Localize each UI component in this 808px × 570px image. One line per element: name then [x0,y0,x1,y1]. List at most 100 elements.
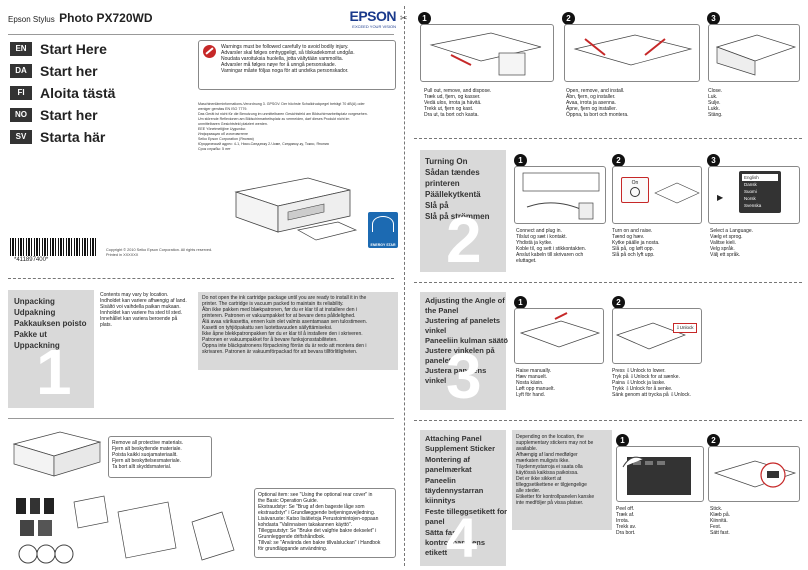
regulatory-line: Юридический адрес: 4-1, Ниси-Синдзюку 2-… [198,142,329,146]
r3-text-2: Press ⇩Unlock to lower.Tryk på ⇩Unlock f… [612,368,691,398]
cut-line-r1 [414,138,802,139]
instruction-line: Press ⇩Unlock to lower. [612,368,666,374]
language-code: EN [10,42,32,56]
r1-step-3: 3 [707,8,720,26]
instruction-line: Slå på och lyft upp. [612,252,655,258]
cartridge-line: Ikke åpne blekkpatronpakken før du er kl… [202,331,363,337]
r1-image-3 [708,24,800,82]
sticker-title: Feste tilleggsetikett for [425,506,508,516]
language-code: SV [10,130,32,144]
sticker-note-line: mærkaten muligvis ikke. [516,458,570,464]
r1-step-2: 2 [562,8,575,26]
r1-step-1: 1 [418,8,431,26]
instruction-line: Åpne, fjern og installer. [566,106,617,112]
panel-angle-title: vinkel [425,326,447,335]
instruction-line: Yhdistä ja kytke. [516,240,553,246]
contents-line: Innehållet kan variera beroende på [100,316,178,322]
instruction-line: Vedä ulos, irrota ja hävitä. [424,100,482,106]
contents-line: Indholdet kan variere afhængig af land. [100,298,187,304]
protect-line: Fjern alt beskyttelsesmateriale. [112,458,181,464]
contents-line: Sisältö voi vaihdella paikan mukaan. [100,304,181,310]
sticker-title: Paneelin [425,475,456,485]
unpacking-title: Pakkauksen poisto [14,319,87,328]
instruction-line: Velg språk. [710,246,735,252]
step-number-badge: 3 [707,154,720,167]
optional-line: Lisävaruste: Katso lisätietoja Perustoim… [258,516,379,522]
r1-image-2 [564,24,700,82]
instruction-line: Løft opp manuelt. [516,386,555,392]
r3-text-1: Raise manually.Hæv manuelt.Nosta käsin.L… [516,368,555,398]
instruction-line: Nosta käsin. [516,380,544,386]
r2-text-2: Turn on and raise.Tænd og hæv.Kytke pääl… [612,228,660,258]
protect-line: Poista kaikki suojamateriaalit. [112,452,178,458]
step-number-badge: 1 [616,434,629,447]
instruction-line: Dra bort. [616,530,636,536]
sticker-note-line: supplementary stickers may not be [516,440,594,446]
turning-on-title: Sådan tændes [425,168,480,177]
contents-line: plats. [100,322,112,328]
header-rule [8,34,394,35]
model-title: Photo PX720WD [59,11,153,25]
sticker-title: täydennystarran [425,486,484,496]
warning-icon [203,45,216,58]
cartridge-line: Älä avaa värikasettia, ennen kuin olet v… [202,319,368,325]
optional-line: Tillval: se "Använda den bakre tillvalsl… [258,540,381,546]
regulatory-line: Информация об изготовителе [198,132,248,136]
instruction-line: Åbn, fjern, og installer. [566,94,616,100]
regulatory-line: Seiko Epson Corporation (Япония) [198,137,254,141]
instruction-line: Lukk. [708,106,720,112]
optional-line: the Basic Operation Guide. [258,498,319,504]
sticker-note-line: Det er ikke sikkert at [516,476,562,482]
regulatory-line: EEE Yönetmeliğine Uygundur. [198,127,247,131]
protect-line: Ta bort allt skyddsmaterial. [112,464,172,470]
instruction-line: Valitse kieli. [710,240,737,246]
center-fold-line [404,6,405,566]
cartridge-line: printer. The cartridge is vacuum packed … [202,301,344,307]
panel-angle-title: Justera panelens [425,366,487,375]
protective-materials-note: Remove all protective materials.Fjern al… [108,436,212,478]
language-menu-item: Norsk [744,196,756,201]
turning-on-title: Turning On [425,157,468,166]
optional-line: kohdasta "Valinnaisen takakannen käyttö"… [258,522,353,528]
language-heading: Starta här [40,129,106,145]
sticker-title: kontrollpanelens [425,538,486,548]
step-number-badge: 2 [707,434,720,447]
unpacking-title: Unpacking [14,297,55,306]
instruction-line: Trykk ⇩Unlock for å senke. [612,386,673,392]
instruction-line: Stäng. [708,112,723,118]
instruction-line: Koble til, og sett i stikkontakten. [516,246,587,252]
cartridge-line: Åbn ikke pakken med blækpatronen, før du… [202,307,358,313]
cartridge-note: Do not open the ink cartridge package un… [198,292,398,370]
power-button: On [621,177,649,203]
unpacking-title: Uppackning [14,341,60,350]
instruction-line: Connect and plug in. [516,228,562,234]
optional-line: för grundläggande användning. [258,546,328,552]
panel-angle-title: panelet [425,356,452,365]
unpacking-title: Udpakning [14,308,56,317]
cartridge-line: Öppna inte bläckpatronens förpackning fö… [202,343,367,349]
cut-line-left [8,278,394,279]
language-menu-item: Suomi [744,189,757,194]
regulatory-line: unmittelbaren Gesichtsfeld platziert wer… [198,122,268,126]
panel-angle-title: vinkel [425,376,447,385]
cartridge-line: printeren. Patronen er vakuumpakket for … [202,313,356,319]
warning-line: Warnings must be followed carefully to a… [221,44,349,50]
optional-item-note: Optional item: see "Using the optional r… [254,488,396,558]
printer-illustration [234,177,358,241]
copyright-line: Printed in XXXXXX [106,253,139,257]
r2-image-1 [514,166,606,224]
language-menu-item: Svenska [744,203,762,208]
instruction-line: Tænd og hæv. [612,234,645,240]
instruction-line: Sänk genom att trycka på ⇩Unlock. [612,392,691,398]
